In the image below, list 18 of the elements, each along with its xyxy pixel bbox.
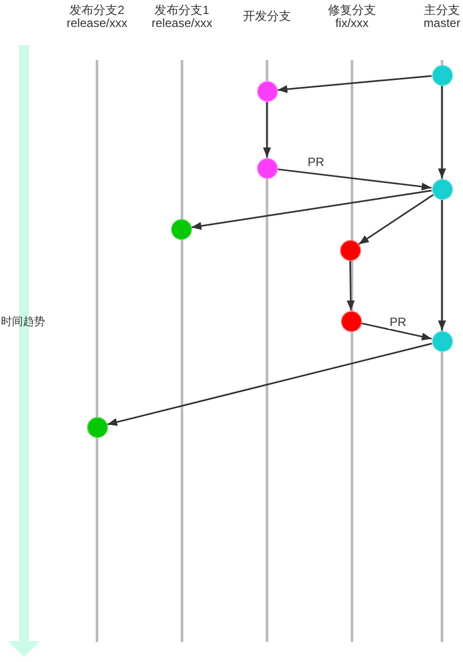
arrow — [277, 168, 432, 191]
branch-header: 修复分支 fix/xxx — [327, 4, 377, 30]
arrow — [263, 102, 271, 158]
branch-header: 发布分支2 release/xxx — [66, 4, 128, 30]
edge-label: PR — [306, 155, 326, 169]
arrow — [346, 260, 355, 311]
branch-header: 开发分支 — [243, 10, 291, 23]
arrow — [438, 200, 446, 330]
branch-header: 主分支 master — [422, 4, 462, 30]
arrow — [361, 322, 432, 340]
branch-header: 发布分支1 release/xxx — [150, 4, 214, 30]
arrow — [107, 342, 432, 426]
arrow — [438, 86, 446, 178]
time-axis-label: 时间趋势 — [1, 314, 45, 330]
arrow — [277, 75, 432, 94]
arrow — [191, 190, 432, 230]
edge-label: PR — [388, 315, 408, 329]
arrow — [358, 194, 434, 245]
